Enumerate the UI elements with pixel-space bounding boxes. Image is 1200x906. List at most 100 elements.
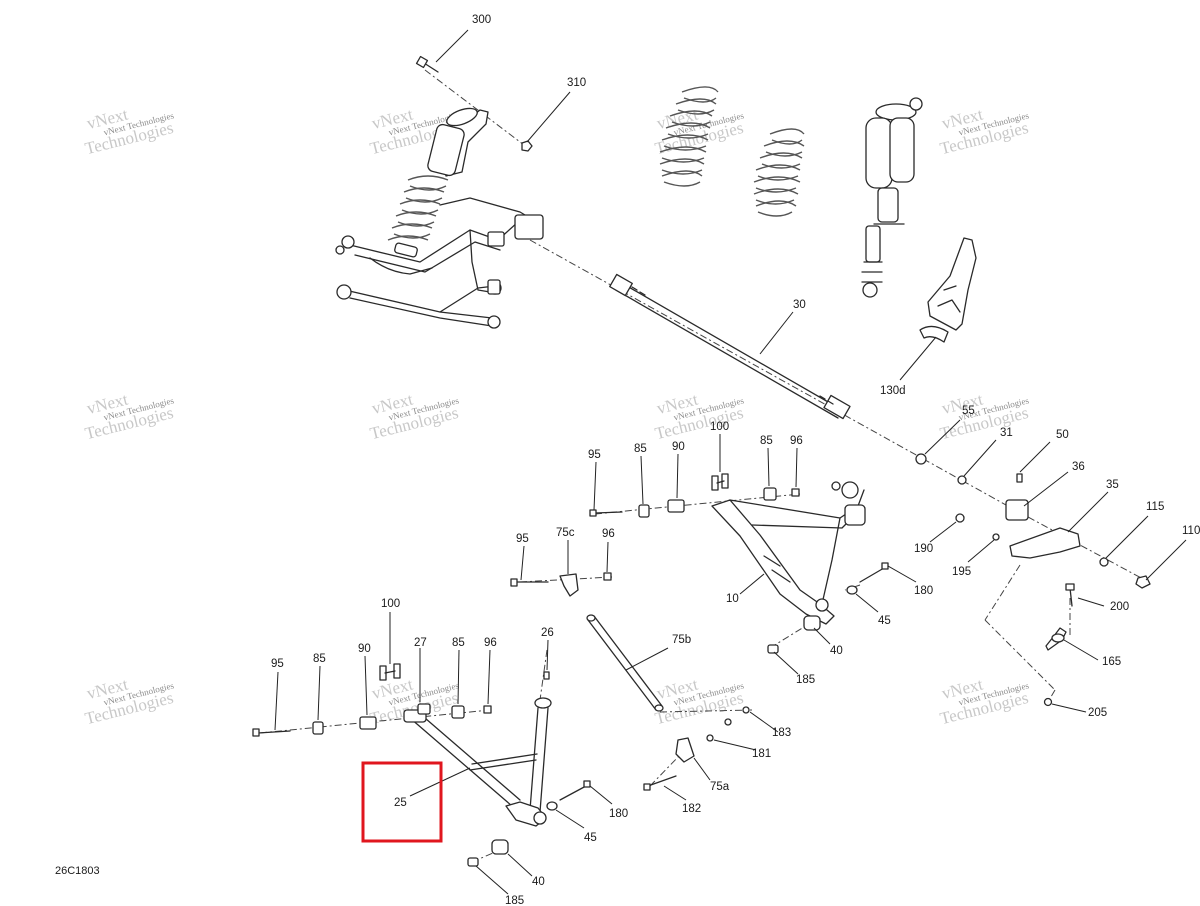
assembled-suspension-view <box>335 55 544 329</box>
nut-96c <box>483 705 492 714</box>
callout-180-b: 180 <box>609 808 628 820</box>
bushing-85 <box>638 504 650 518</box>
grease-fitting-27 <box>417 703 431 715</box>
figure-reference-code: 26C1803 <box>55 865 100 877</box>
callout-27: 27 <box>414 637 427 649</box>
callout-190: 190 <box>914 543 933 555</box>
o-ring-45b <box>546 801 558 811</box>
sleeve-90b <box>359 716 377 730</box>
nut-183 <box>724 718 732 726</box>
highlight-box-part-25[interactable] <box>361 761 443 843</box>
washer-181 <box>706 734 714 742</box>
shock-absorber-assembled <box>387 107 489 258</box>
watermark: vNext vNext Technologies Technologies <box>368 390 460 444</box>
callout-95-c: 95 <box>271 658 284 670</box>
coil-spring-upper-part <box>659 86 719 187</box>
lower-a-arm-25-part <box>403 697 591 867</box>
tie-rod-75b <box>587 619 657 711</box>
callout-30: 30 <box>793 299 806 311</box>
callout-182: 182 <box>682 803 701 815</box>
nut-185b <box>467 857 479 867</box>
callout-35: 35 <box>1106 479 1119 491</box>
fitting-26 <box>543 671 550 680</box>
bolt-300-part <box>415 55 439 73</box>
rod-end-75c <box>559 573 579 597</box>
callout-55: 55 <box>962 405 975 417</box>
callout-95-a: 95 <box>588 449 601 461</box>
callout-85-a: 85 <box>634 443 647 455</box>
rod-end-75a <box>675 737 695 763</box>
knuckle-35 <box>1009 527 1081 559</box>
upper-pin-bushing-group <box>589 473 800 518</box>
nut-310-part <box>521 140 533 152</box>
callout-75c: 75c <box>556 527 575 539</box>
arm-10-bushings <box>767 562 889 654</box>
callout-31: 31 <box>1000 427 1013 439</box>
lower-pin-bushing-group <box>252 663 550 737</box>
callout-90-b: 90 <box>358 643 371 655</box>
bolt-200 <box>1069 587 1073 607</box>
callout-36: 36 <box>1072 461 1085 473</box>
bolt-95 <box>594 511 623 514</box>
watermark: vNext vNext Technologies Technologies <box>938 675 1030 729</box>
callout-183: 183 <box>772 727 791 739</box>
assembly-axis-lines <box>259 69 1146 863</box>
callout-95-b: 95 <box>516 533 529 545</box>
bushing-85c <box>312 721 324 735</box>
shock-absorber-part <box>861 97 923 298</box>
bushing-85d <box>451 705 465 719</box>
bolt-182 <box>647 775 677 787</box>
callout-100-a: 100 <box>710 421 729 433</box>
callout-310: 310 <box>567 77 586 89</box>
bracket-part <box>919 237 977 343</box>
callout-85-d: 85 <box>452 637 465 649</box>
callout-75b: 75b <box>672 634 691 646</box>
watermark: vNext vNext Technologies Technologies <box>83 675 175 729</box>
callout-96-b: 96 <box>602 528 615 540</box>
leader-lines <box>274 29 1187 895</box>
o-ring-55 <box>915 453 927 465</box>
watermark: vNext vNext Technologies Technologies <box>653 675 745 729</box>
bushing-40 <box>803 615 821 631</box>
callout-115: 115 <box>1146 501 1164 513</box>
callout-96-a: 96 <box>790 435 803 447</box>
watermark: vNext vNext Technologies Technologies <box>83 390 175 444</box>
callout-96-c: 96 <box>484 637 497 649</box>
callout-100-b: 100 <box>381 598 400 610</box>
callout-75a: 75a <box>710 781 730 793</box>
watermark: vNext vNext Technologies Technologies <box>653 390 745 444</box>
callout-26: 26 <box>541 627 554 639</box>
drive-shaft-30-part <box>609 273 851 420</box>
nut-96 <box>791 488 800 497</box>
watermark: vNext vNext Technologies Technologies <box>938 105 1030 159</box>
callout-165: 165 <box>1102 656 1121 668</box>
callout-45-b: 45 <box>584 832 597 844</box>
callout-labels: 300 310 30 130d 55 31 50 36 35 115 110 1… <box>271 14 1200 906</box>
washer-31 <box>957 475 967 485</box>
callout-85-b: 85 <box>760 435 773 447</box>
callout-195: 195 <box>952 566 971 578</box>
pin-50 <box>1016 473 1023 483</box>
coil-spring-lower-part <box>753 128 805 217</box>
callout-180-a: 180 <box>914 585 933 597</box>
callout-300: 300 <box>472 14 491 26</box>
callout-45-a: 45 <box>878 615 891 627</box>
callout-40-b: 40 <box>532 876 545 888</box>
sleeve-90 <box>667 499 685 513</box>
watermark: vNext vNext Technologies Technologies <box>938 390 1030 444</box>
upper-a-arm-10-part <box>711 481 866 625</box>
washer-115 <box>1099 557 1109 567</box>
callout-130d: 130d <box>880 385 906 397</box>
callout-185-b: 185 <box>505 895 524 906</box>
callout-50: 50 <box>1056 429 1069 441</box>
lower-a-arm-assembled <box>336 279 502 329</box>
o-ring-45 <box>846 585 858 595</box>
bushing-85b <box>763 487 777 501</box>
bolt-180 <box>859 567 885 583</box>
washer-195 <box>992 533 1000 541</box>
callout-85-c: 85 <box>313 653 326 665</box>
bushing-36 <box>1005 499 1029 521</box>
callout-40-a: 40 <box>830 645 843 657</box>
tie-rod-group <box>510 572 750 791</box>
